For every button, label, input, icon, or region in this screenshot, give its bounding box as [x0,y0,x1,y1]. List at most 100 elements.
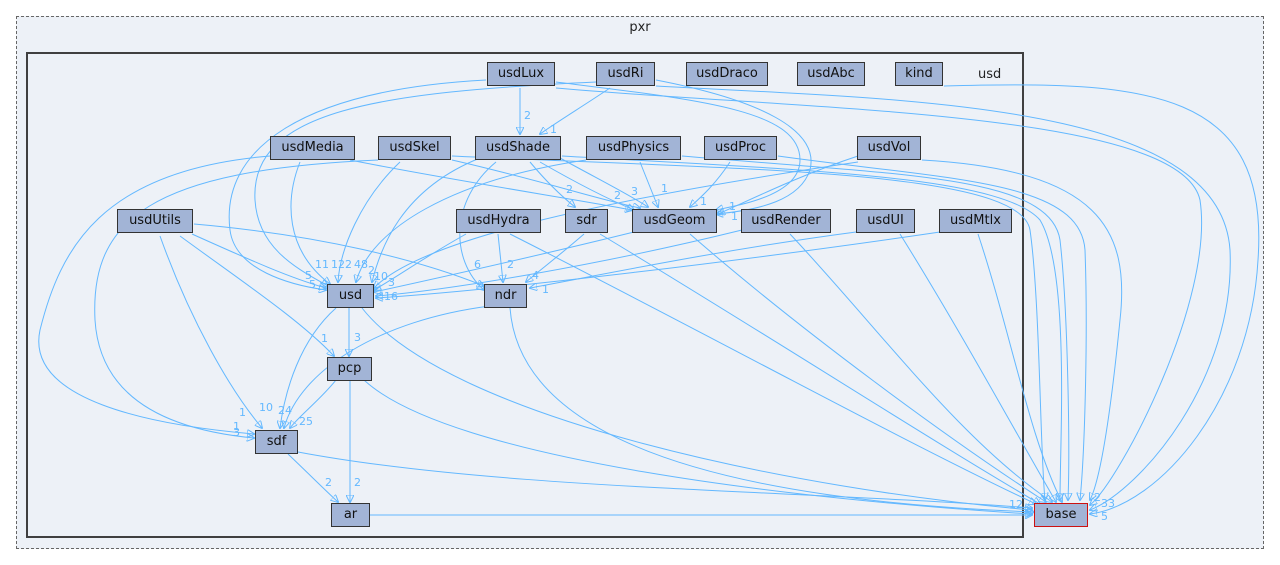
edge-label: 2 [345,258,352,271]
node-usdUI[interactable]: usdUI [856,209,915,233]
node-usdGeom[interactable]: usdGeom [632,209,717,233]
edge-usdRender-usd [376,229,743,296]
edge-label: 3 [388,276,395,289]
edge-usdProc-base [777,155,1087,500]
edge-label: 1 [550,123,557,136]
edge-label: 2 [325,476,332,489]
edge-usdRender-base [789,233,1052,502]
edge-sdf-ar [287,453,338,502]
edge-label: 24 [278,404,292,417]
edge-usdShade-base [561,155,1062,500]
edge-label: 11 [315,258,329,271]
edge-label: 1 [700,195,707,208]
edge-usdPhysics-usdGeom [639,161,658,207]
edge-usdUtils-usd [191,233,326,288]
edge-usdShade-usd [372,157,481,282]
node-sdr[interactable]: sdr [565,209,608,233]
edge-label: 5 [1101,510,1108,523]
node-usdMedia[interactable]: usdMedia [270,136,355,160]
node-usdUtils[interactable]: usdUtils [117,209,193,233]
edge-label: 1 [729,200,736,213]
edge-label: 1 [542,283,549,296]
edge-usdSkel-usdGeom [451,159,640,208]
edge-usdHydra-ndr [497,233,503,282]
edge-label: 5 [305,269,312,282]
edge-usdSkel-usd [338,161,401,282]
edge-label: 1 [321,332,328,345]
edge-usdUtils-pcp [179,235,334,356]
node-usdRender[interactable]: usdRender [741,209,831,233]
edge-usdRi-usd [254,81,597,286]
edge-sdr-base [599,233,1040,504]
pxr-label: pxr [629,20,651,35]
edge-label: 1 [233,420,240,433]
edge-usdMtlx-base [977,233,1062,502]
edge-usdSkel-sdf [94,159,379,438]
edge-usdLux-usdGeom [555,81,801,210]
node-usdMtlx[interactable]: usdMtlx [939,209,1012,233]
node-usdDraco[interactable]: usdDraco [686,62,768,86]
edge-label: 3 [354,331,361,344]
edge-usdMedia-sdf [38,155,271,434]
node-usdAbc[interactable]: usdAbc [797,62,865,86]
edge-label: 2 [614,189,621,202]
edge-sdr-ndr [526,233,585,282]
edge-usdShade-sdr [529,161,575,207]
edge-label: 10 [259,401,273,414]
edge-label: 2 [354,476,361,489]
node-pcp[interactable]: pcp [327,357,372,381]
node-usd[interactable]: usd [327,284,374,308]
edge-usdVol-usdGeom [718,155,859,214]
edge-label: 1 [731,210,738,223]
node-ar[interactable]: ar [331,503,370,527]
edge-usdUI-base [899,233,1056,502]
edge-usdGeom-usd [374,231,635,292]
edge-label: 16 [384,290,398,303]
edge-usdHydra-usd [374,233,467,290]
edge-label: 1 [239,406,246,419]
edge-usdMedia-usd [290,161,330,284]
edge-usdUI-ndr [530,231,857,288]
node-usdShade[interactable]: usdShade [475,136,561,160]
edge-usdRi-base [655,85,1231,510]
edge-usdMedia-usdGeom [349,159,632,210]
edge-ndr-base [509,307,1034,512]
node-usdHydra[interactable]: usdHydra [456,209,541,233]
edge-usdUtils-ndr [193,223,484,286]
edge-usdPhysics-base [681,155,1069,500]
edge-label: 12 [1009,498,1023,511]
edge-usdLux-base [555,87,1202,505]
edge-label: 3 [631,185,638,198]
usd-label: usd [978,67,1002,82]
edge-kind-base [943,84,1260,514]
node-usdRi[interactable]: usdRi [596,62,655,86]
edge-usdProc-usdGeom [690,161,731,207]
node-base[interactable]: base [1034,503,1088,527]
node-usdSkel[interactable]: usdSkel [378,136,451,160]
node-kind[interactable]: kind [895,62,943,86]
node-usdLux[interactable]: usdLux [487,62,555,86]
edge-usdMtlx-usd [376,231,941,298]
edge-usdUtils-sdf [159,235,262,428]
node-usdVol[interactable]: usdVol [857,136,921,160]
edge-label: 1 [661,182,668,195]
node-sdf[interactable]: sdf [255,430,298,454]
edge-ndr-sdf [284,305,491,428]
edge-pcp-sdf [290,379,337,428]
edge-label: 6 [474,258,481,271]
edge-label: 5 [309,278,316,291]
edge-label: 2 [368,264,375,277]
edge-label: 2 [524,109,531,122]
edge-label: 33 [1101,497,1115,510]
node-usdPhysics[interactable]: usdPhysics [586,136,681,160]
edge-sdf-base [297,451,1032,508]
node-ndr[interactable]: ndr [484,284,527,308]
edge-pcp-base [363,379,1032,514]
edge-usdHydra-base [509,233,1036,504]
edge-usd-sdf [280,307,337,428]
edge-usdLux-usd [228,79,487,290]
node-usdProc[interactable]: usdProc [704,136,777,160]
edge-usdShade-usdGeom-b [559,157,648,207]
edge-usdGeom-base [689,233,1046,502]
